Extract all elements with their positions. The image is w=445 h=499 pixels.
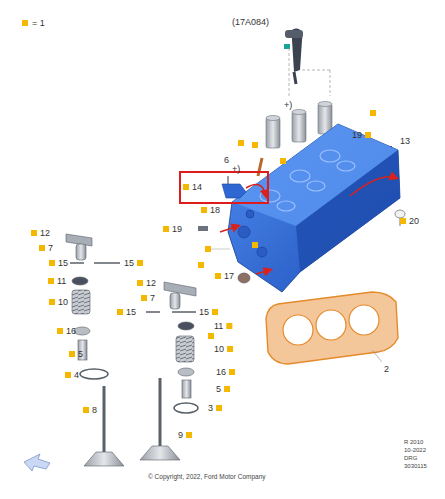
callout-number: 15 (199, 307, 209, 317)
callout-mark (186, 432, 192, 438)
callout-mark (400, 218, 406, 224)
callout-number: 15 (58, 258, 68, 268)
callout-mark (31, 230, 37, 236)
callout-mark (215, 273, 221, 279)
callout-mark (163, 226, 169, 232)
callout-number: 19 (352, 130, 362, 140)
callout-number: 9 (178, 430, 183, 440)
callout-number: 18 (210, 205, 220, 215)
callout-number: (17A084) (232, 17, 269, 27)
callout-number: 16 (66, 326, 76, 336)
callout-mark (226, 323, 232, 329)
callout-number: 4 (74, 370, 79, 380)
callout-number: 6 (224, 155, 229, 165)
callout-number: 10 (58, 297, 68, 307)
callout-number: 7 (48, 243, 53, 253)
legend-row: = 1 (22, 18, 45, 28)
callout-mark (137, 280, 143, 286)
legend-swatch (22, 20, 28, 26)
callout-number: 3 (208, 403, 213, 413)
callout-number: 11 (57, 276, 66, 286)
callout-number: 5 (216, 384, 221, 394)
drawing-note: DRG (404, 454, 417, 462)
callout-number: 17 (224, 271, 234, 281)
callout-number: 7 (150, 293, 155, 303)
callout-number: 19 (172, 224, 182, 234)
callout-number: 8 (92, 405, 97, 415)
callout-mark (49, 299, 55, 305)
legend-text: = 1 (32, 18, 45, 28)
drawing-note: © Copyright, 2022, Ford Motor Company (148, 472, 266, 482)
callout-mark (183, 184, 189, 190)
callout-number: +) (232, 164, 240, 174)
callout-number: 20 (409, 216, 419, 226)
callout-mark (65, 372, 71, 378)
callout-mark (49, 260, 55, 266)
callout-number: 10 (214, 344, 224, 354)
callout-mark (224, 386, 230, 392)
callout-mark (83, 407, 89, 413)
callout-number: 15 (124, 258, 134, 268)
drawing-note: 3030115 (404, 462, 427, 470)
callout-number: 12 (40, 228, 50, 238)
callout-mark (365, 132, 371, 138)
callout-number: 13 (400, 136, 410, 146)
callout-mark (141, 295, 147, 301)
callout-number: 14 (192, 182, 202, 192)
callout-mark (137, 260, 143, 266)
callout-number: 5 (78, 349, 83, 359)
callout-number: +) (284, 100, 292, 110)
drawing-note: 10-2022 (404, 446, 426, 454)
callout-mark (201, 207, 207, 213)
callout-number: 15 (126, 307, 136, 317)
callout-number: 2 (384, 364, 389, 374)
callout-mark (227, 346, 233, 352)
callout-mark (69, 351, 75, 357)
drawing-note: R 2010 (404, 438, 423, 446)
callout-mark (212, 309, 218, 315)
callout-mark (216, 405, 222, 411)
callout-number: 12 (146, 278, 156, 288)
callout-mark (48, 278, 54, 284)
callout-mark (229, 369, 235, 375)
callout-number: 11 (214, 321, 223, 331)
callout-mark (39, 245, 45, 251)
callout-mark (57, 328, 63, 334)
callout-mark (117, 309, 123, 315)
callout-number: 16 (216, 367, 226, 377)
